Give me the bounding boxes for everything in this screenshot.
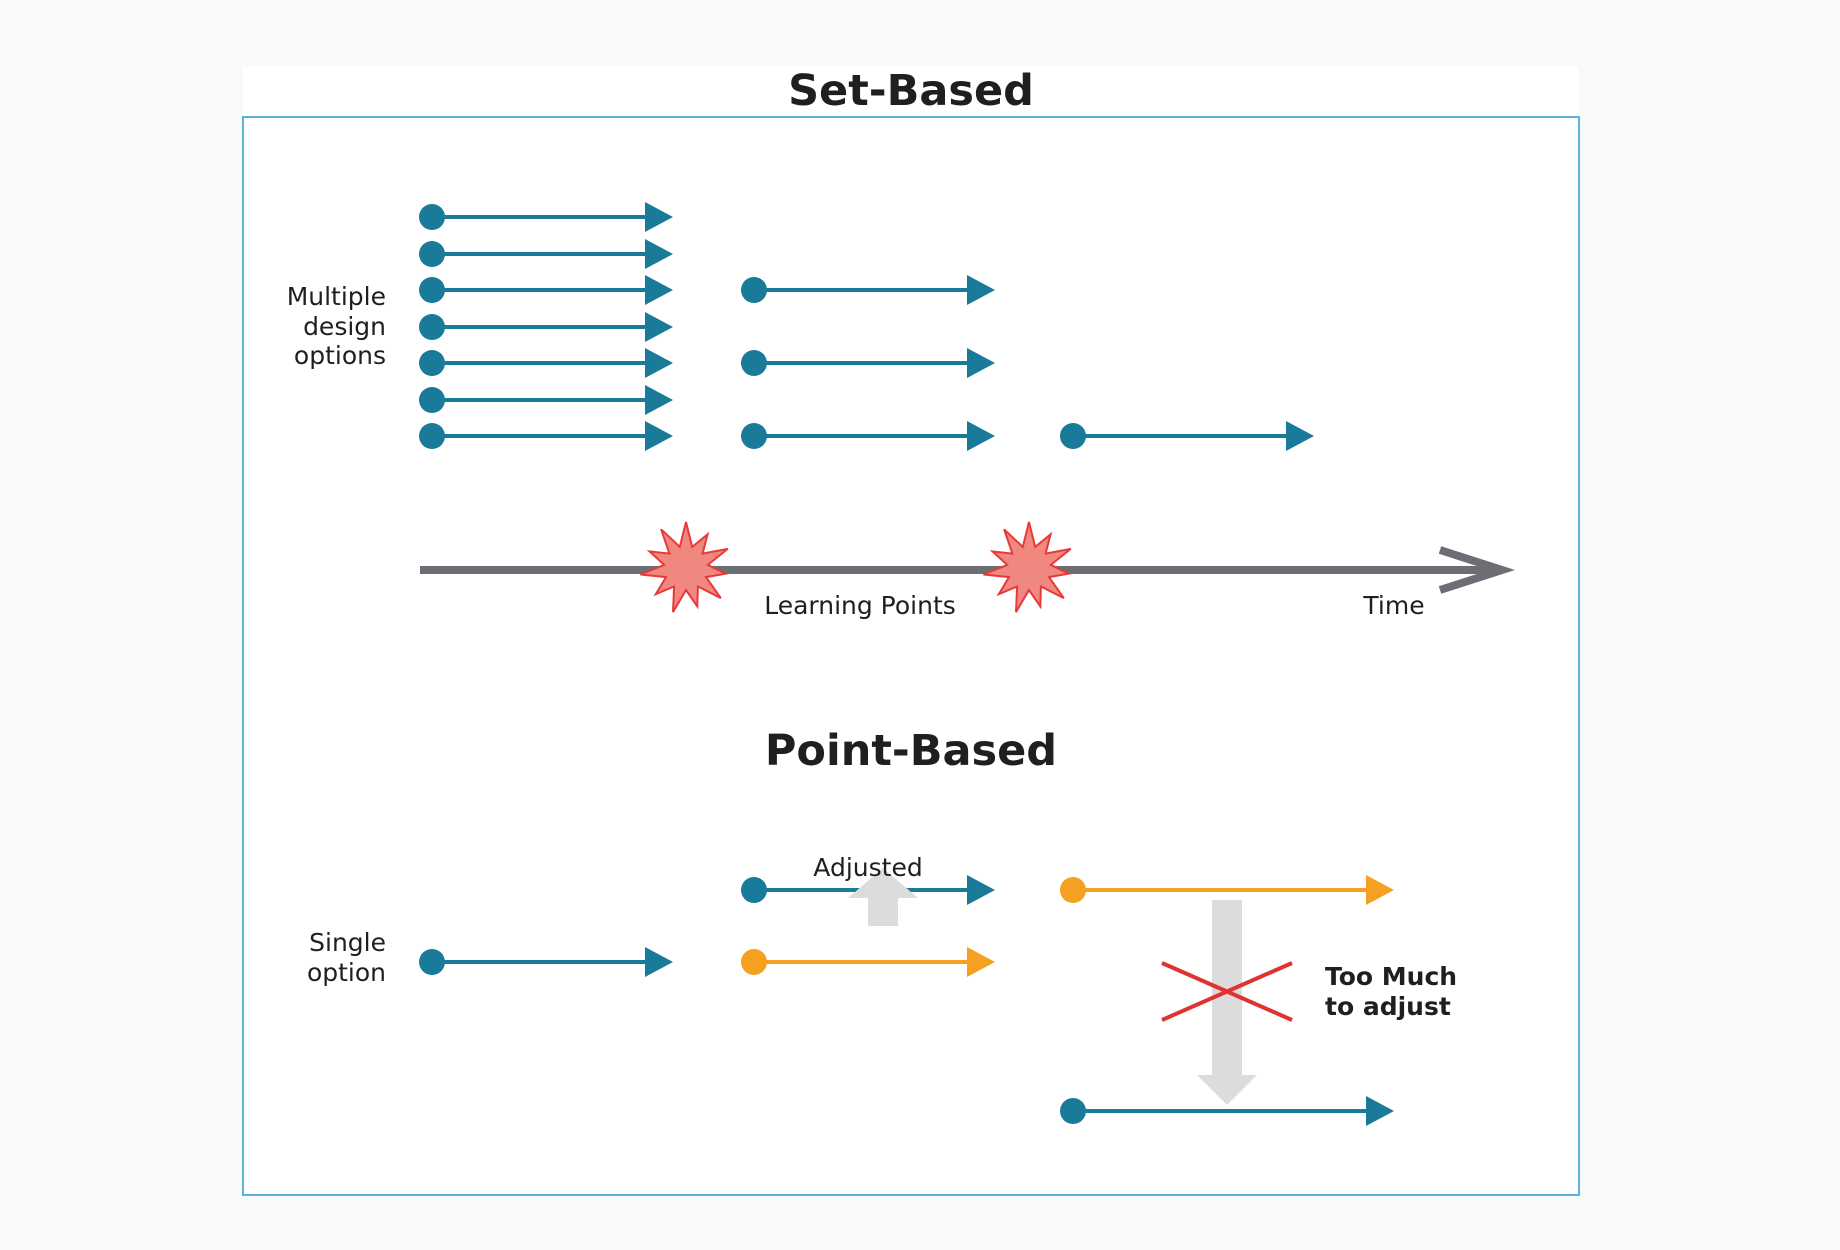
too-much-shift-arrow (1197, 900, 1257, 1105)
multiple-options-label-line-2: design (303, 312, 386, 341)
x-icon (1161, 961, 1293, 1022)
option-arrows (419, 202, 1394, 1126)
time-axis-arrowhead (1438, 546, 1516, 594)
set-option-arrow-col1-5 (419, 348, 673, 378)
time-label: Time (1362, 591, 1424, 620)
set-option-arrow-col1-2 (419, 239, 673, 269)
set-option-arrow-col3-1 (1060, 421, 1314, 451)
too-much-label-line-2: to adjust (1325, 992, 1451, 1021)
single-option-label-line-1: Single (309, 928, 386, 957)
too-much-label-line-1: Too Much (1325, 962, 1457, 991)
time-axis (420, 546, 1516, 594)
point-based-title: Point-Based (765, 726, 1057, 776)
set-option-arrow-col2-2 (741, 348, 995, 378)
single-option-arrow (419, 947, 673, 977)
set-option-arrow-col1-3 (419, 275, 673, 305)
set-option-arrow-col1-1 (419, 202, 673, 232)
multiple-options-label-line-1: Multiple (287, 282, 386, 311)
redesigned-option-arrow (1060, 1096, 1394, 1126)
adjusted-shift-arrow (848, 868, 918, 926)
set-option-arrow-col1-7 (419, 421, 673, 451)
failed-option-arrow (1060, 875, 1394, 905)
single-option-label-line-2: option (307, 958, 386, 987)
multiple-options-label-line-3: options (294, 341, 386, 370)
burst-icon-1 (640, 521, 729, 613)
set-option-arrow-col2-3 (741, 421, 995, 451)
original-option-arrow (741, 947, 995, 977)
set-based-title: Set-Based (788, 66, 1034, 116)
set-option-arrow-col1-4 (419, 312, 673, 342)
diagram-frame (242, 116, 1580, 1196)
learning-points-label: Learning Points (764, 591, 956, 620)
learning-points (640, 521, 1072, 613)
title-band (243, 66, 1579, 118)
set-option-arrow-col1-6 (419, 385, 673, 415)
burst-icon-2 (983, 521, 1072, 613)
set-option-arrow-col2-1 (741, 275, 995, 305)
adjusted-label: Adjusted (813, 853, 922, 882)
